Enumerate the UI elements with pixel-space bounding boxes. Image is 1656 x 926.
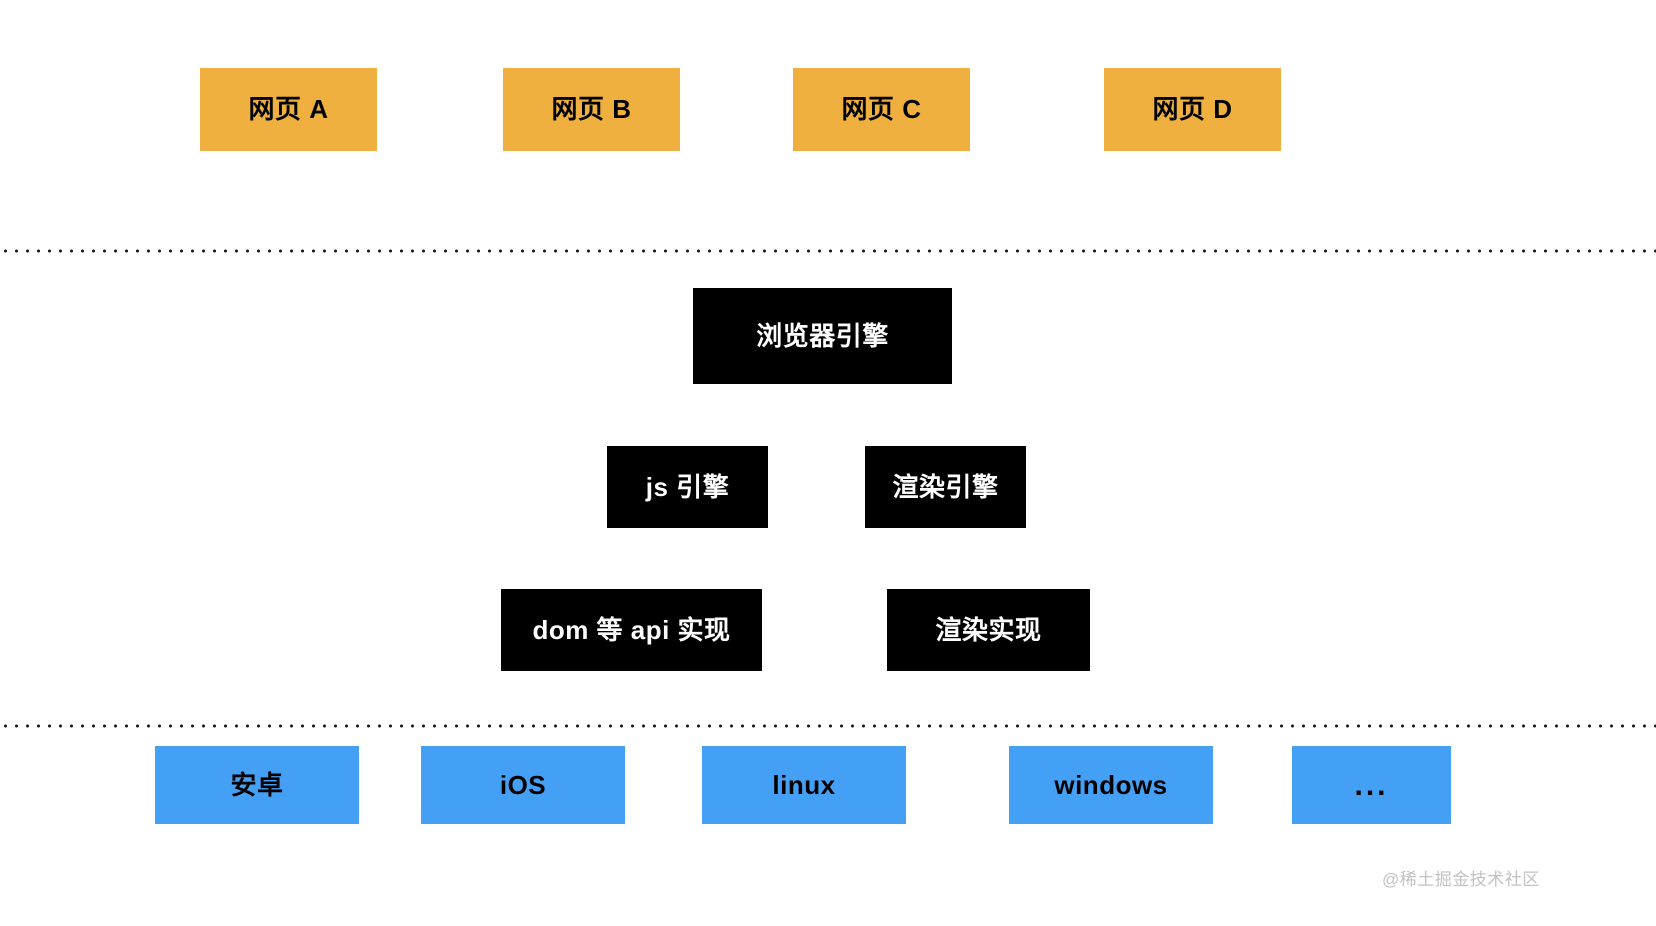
engine-bottom-box-0: dom 等 api 实现 bbox=[501, 589, 762, 671]
web-page-box-2: 网页 C bbox=[793, 68, 970, 151]
os-box-3: windows bbox=[1009, 746, 1213, 824]
os-box-1: iOS bbox=[421, 746, 625, 824]
os-box-2: linux bbox=[702, 746, 906, 824]
engine-top-box-0: 浏览器引擎 bbox=[693, 288, 952, 384]
web-page-box-0: 网页 A bbox=[200, 68, 377, 151]
divider-above-os bbox=[0, 724, 1656, 728]
engine-middle-box-0: js 引擎 bbox=[607, 446, 768, 528]
os-box-4: ... bbox=[1292, 746, 1451, 824]
os-box-0: 安卓 bbox=[155, 746, 359, 824]
divider-above-engine bbox=[0, 249, 1656, 253]
web-page-box-1: 网页 B bbox=[503, 68, 680, 151]
engine-bottom-box-1: 渲染实现 bbox=[887, 589, 1090, 671]
engine-middle-box-1: 渲染引擎 bbox=[865, 446, 1026, 528]
web-page-box-3: 网页 D bbox=[1104, 68, 1281, 151]
watermark-label: @稀土掘金技术社区 bbox=[1382, 870, 1540, 889]
